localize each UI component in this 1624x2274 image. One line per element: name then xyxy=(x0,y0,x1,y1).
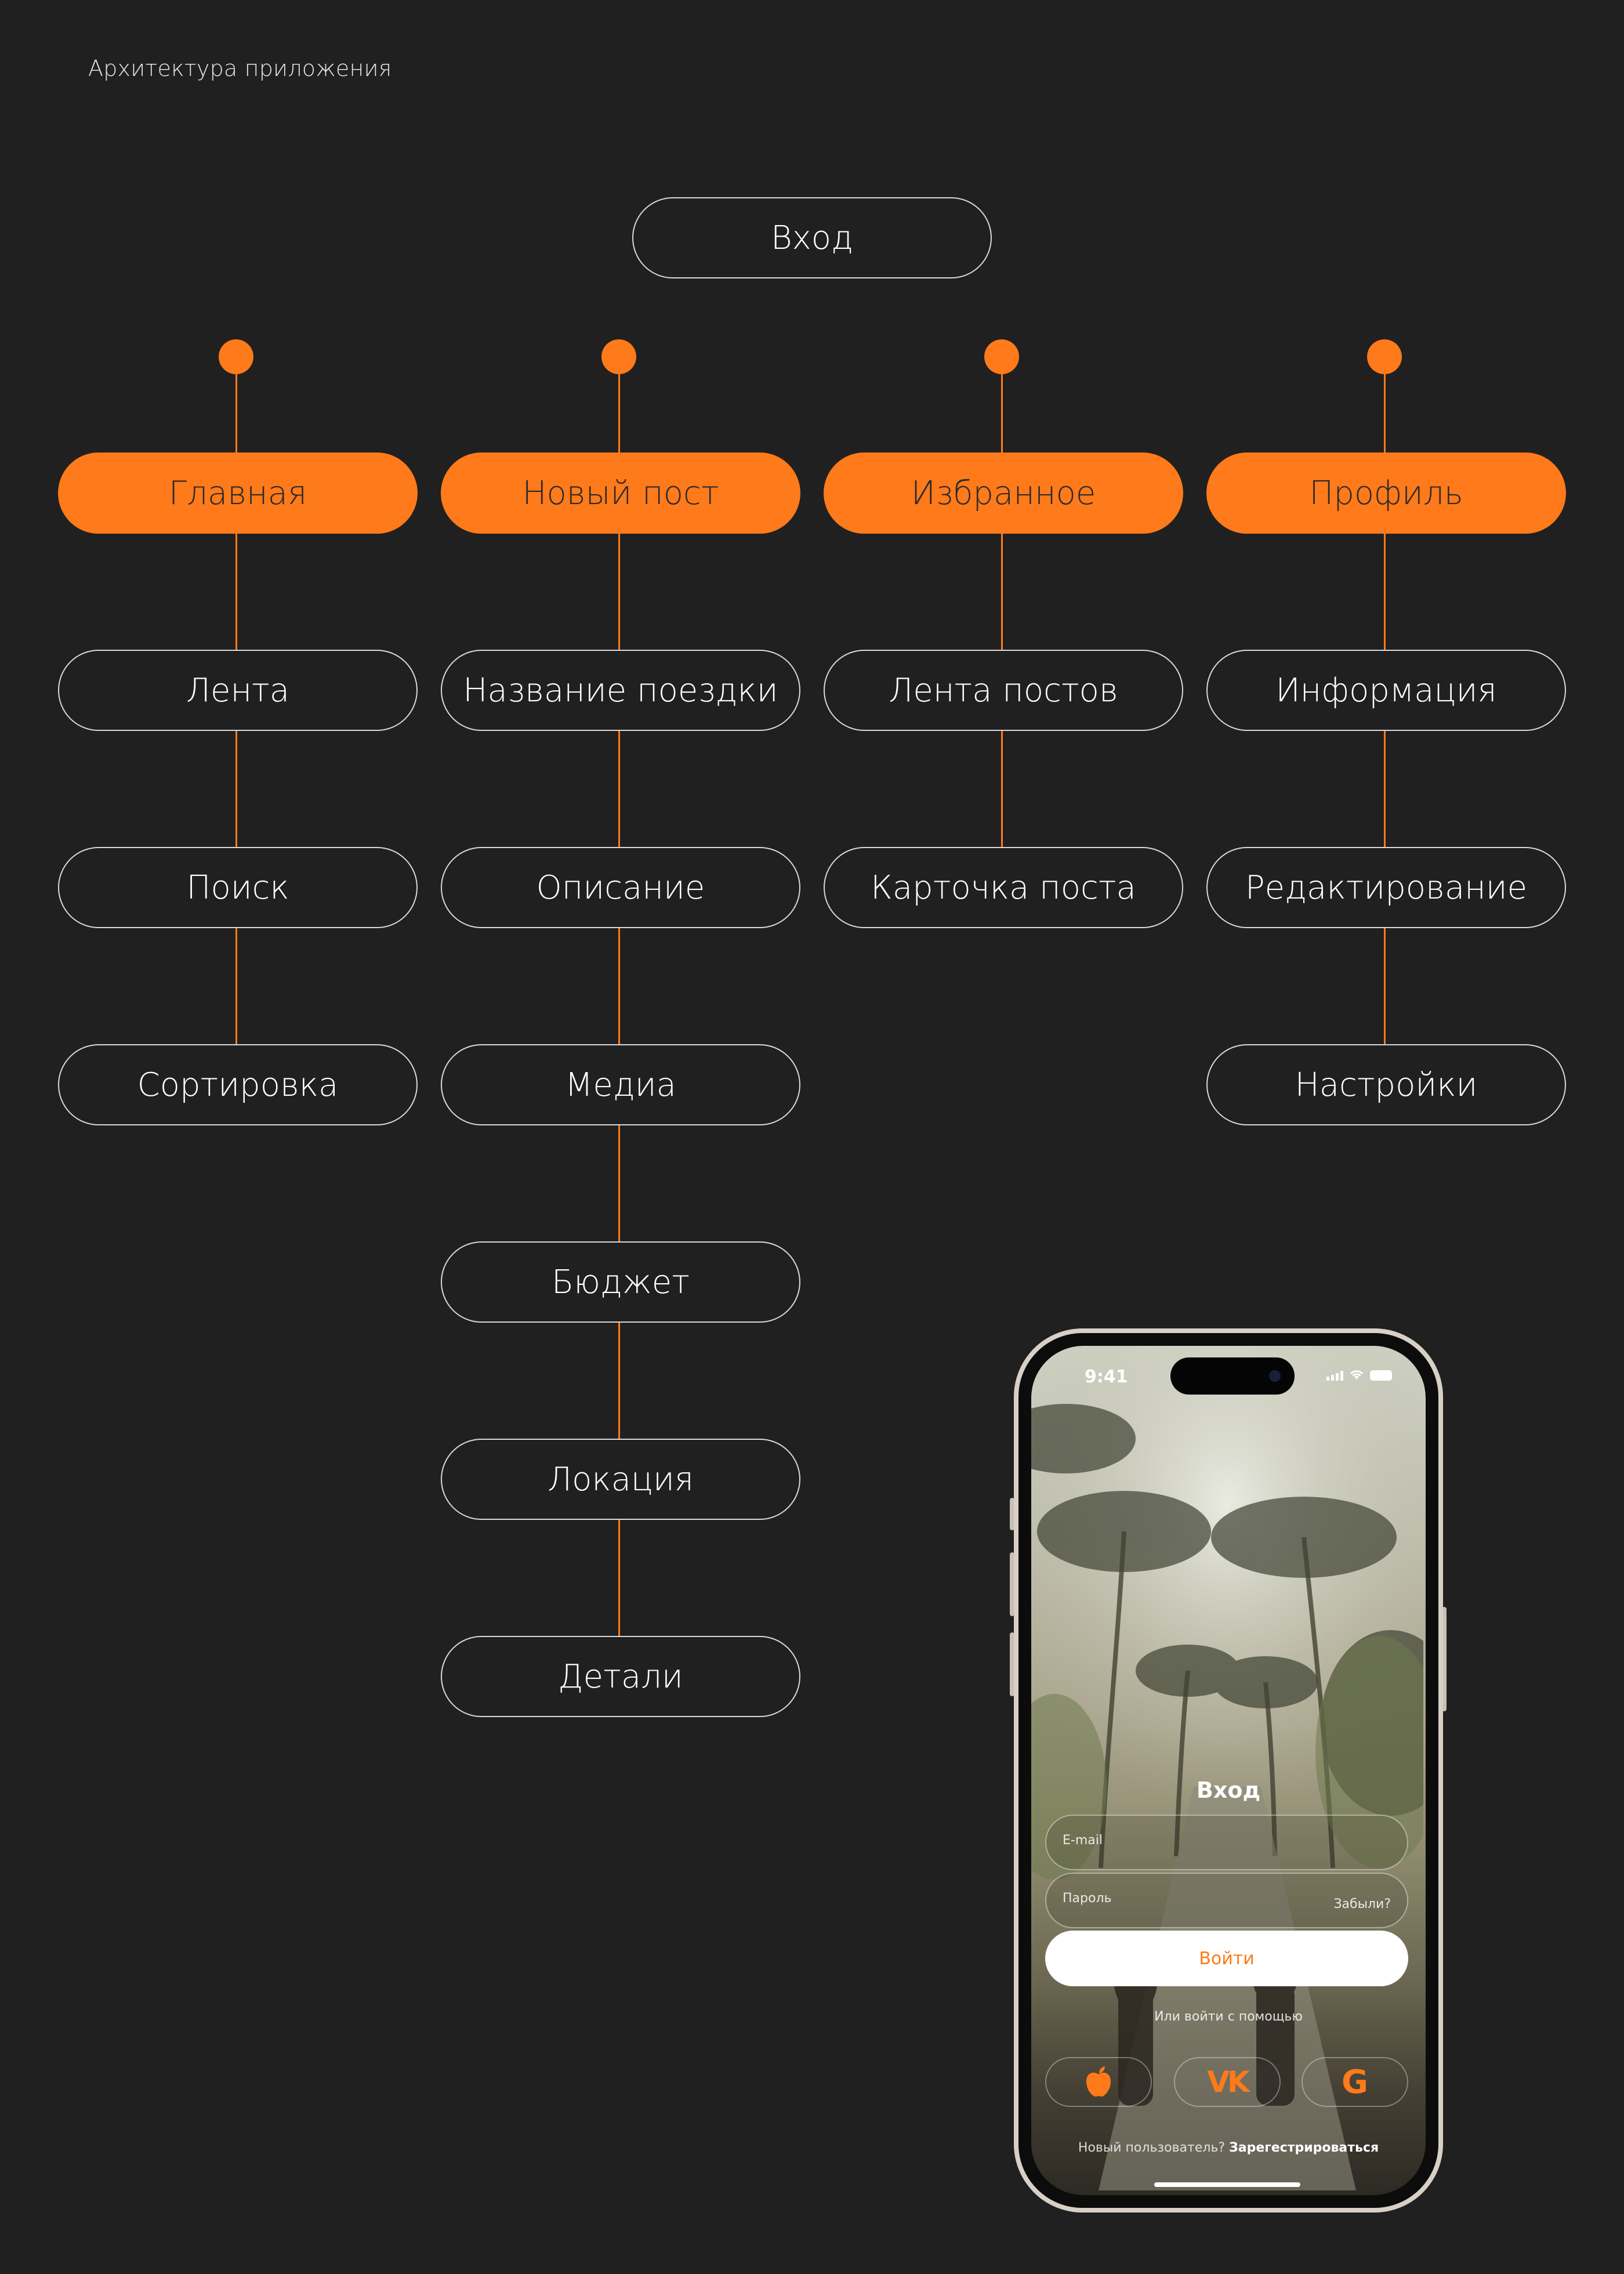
phone-mockup: 9:41 Вход E-mail Пароль xyxy=(1014,1328,1443,2213)
screen-node[interactable]: Название поездки xyxy=(441,650,800,731)
wifi-icon xyxy=(1350,1370,1364,1379)
screen-node[interactable]: Сортировка xyxy=(58,1044,418,1125)
vk-icon: VK xyxy=(1207,2065,1249,2099)
battery-icon xyxy=(1370,1370,1392,1381)
screen-node[interactable]: Настройки xyxy=(1206,1044,1566,1125)
register-link[interactable]: Зарегестрироваться xyxy=(1229,2141,1379,2155)
login-title: Вход xyxy=(1196,1777,1261,1803)
phone-side-button xyxy=(1442,1607,1447,1711)
screen-node[interactable]: Медиа xyxy=(441,1044,800,1125)
screen-node[interactable]: Локация xyxy=(441,1439,800,1520)
phone-side-button xyxy=(1010,1552,1014,1616)
screen-node[interactable]: Редактирование xyxy=(1206,847,1566,928)
phone-side-button xyxy=(1010,1632,1014,1696)
connector-dot xyxy=(1367,339,1402,374)
screen-node[interactable]: Описание xyxy=(441,847,800,928)
screen-node[interactable]: Лента постов xyxy=(824,650,1183,731)
email-placeholder: E-mail xyxy=(1063,1833,1103,1848)
connector-dot xyxy=(219,339,253,374)
signal-icon xyxy=(1326,1371,1343,1381)
screen-node[interactable]: Карточка поста xyxy=(824,847,1183,928)
register-row: Новый пользователь? Зарегестрироваться xyxy=(1031,2141,1426,2155)
apple-icon xyxy=(1086,2066,1111,2097)
google-login-button[interactable]: G xyxy=(1302,2057,1408,2107)
vk-login-button[interactable]: VK xyxy=(1174,2057,1281,2107)
dynamic-island xyxy=(1170,1357,1295,1395)
home-indicator xyxy=(1154,2182,1300,2187)
category-node[interactable]: Главная xyxy=(58,452,418,534)
new-user-text: Новый пользователь? xyxy=(1078,2141,1226,2155)
screen-node[interactable]: Информация xyxy=(1206,650,1566,731)
category-node[interactable]: Новый пост xyxy=(441,452,800,534)
screen-node[interactable]: Бюджет xyxy=(441,1241,800,1323)
login-button[interactable]: Войти xyxy=(1045,1931,1408,1986)
connector-line xyxy=(618,357,620,1676)
email-field[interactable]: E-mail xyxy=(1045,1815,1408,1870)
screen-node[interactable]: Лента xyxy=(58,650,418,731)
connector-dot xyxy=(984,339,1019,374)
alt-login-text: Или войти с помощью xyxy=(1154,2009,1303,2024)
page-heading: Архитектура приложения xyxy=(88,56,392,81)
forgot-password-link[interactable]: Забыли? xyxy=(1333,1897,1391,1911)
category-node[interactable]: Профиль xyxy=(1206,452,1566,534)
camera-icon xyxy=(1269,1370,1281,1382)
login-screen: 9:41 Вход E-mail Пароль xyxy=(1031,1346,1426,2195)
connector-dot xyxy=(601,339,636,374)
apple-login-button[interactable] xyxy=(1045,2057,1152,2107)
category-node[interactable]: Избранное xyxy=(824,452,1183,534)
status-icons xyxy=(1326,1369,1392,1381)
palm-background-image xyxy=(1031,1346,1423,2190)
root-node-login[interactable]: Вход xyxy=(632,197,992,278)
status-time: 9:41 xyxy=(1085,1367,1128,1387)
password-field[interactable]: Пароль Забыли? xyxy=(1045,1873,1408,1928)
phone-side-button xyxy=(1010,1498,1014,1530)
screen-node[interactable]: Поиск xyxy=(58,847,418,928)
password-placeholder: Пароль xyxy=(1063,1891,1112,1906)
google-icon: G xyxy=(1342,2063,1368,2101)
connector-line xyxy=(1000,357,1003,888)
screen-node[interactable]: Детали xyxy=(441,1636,800,1717)
